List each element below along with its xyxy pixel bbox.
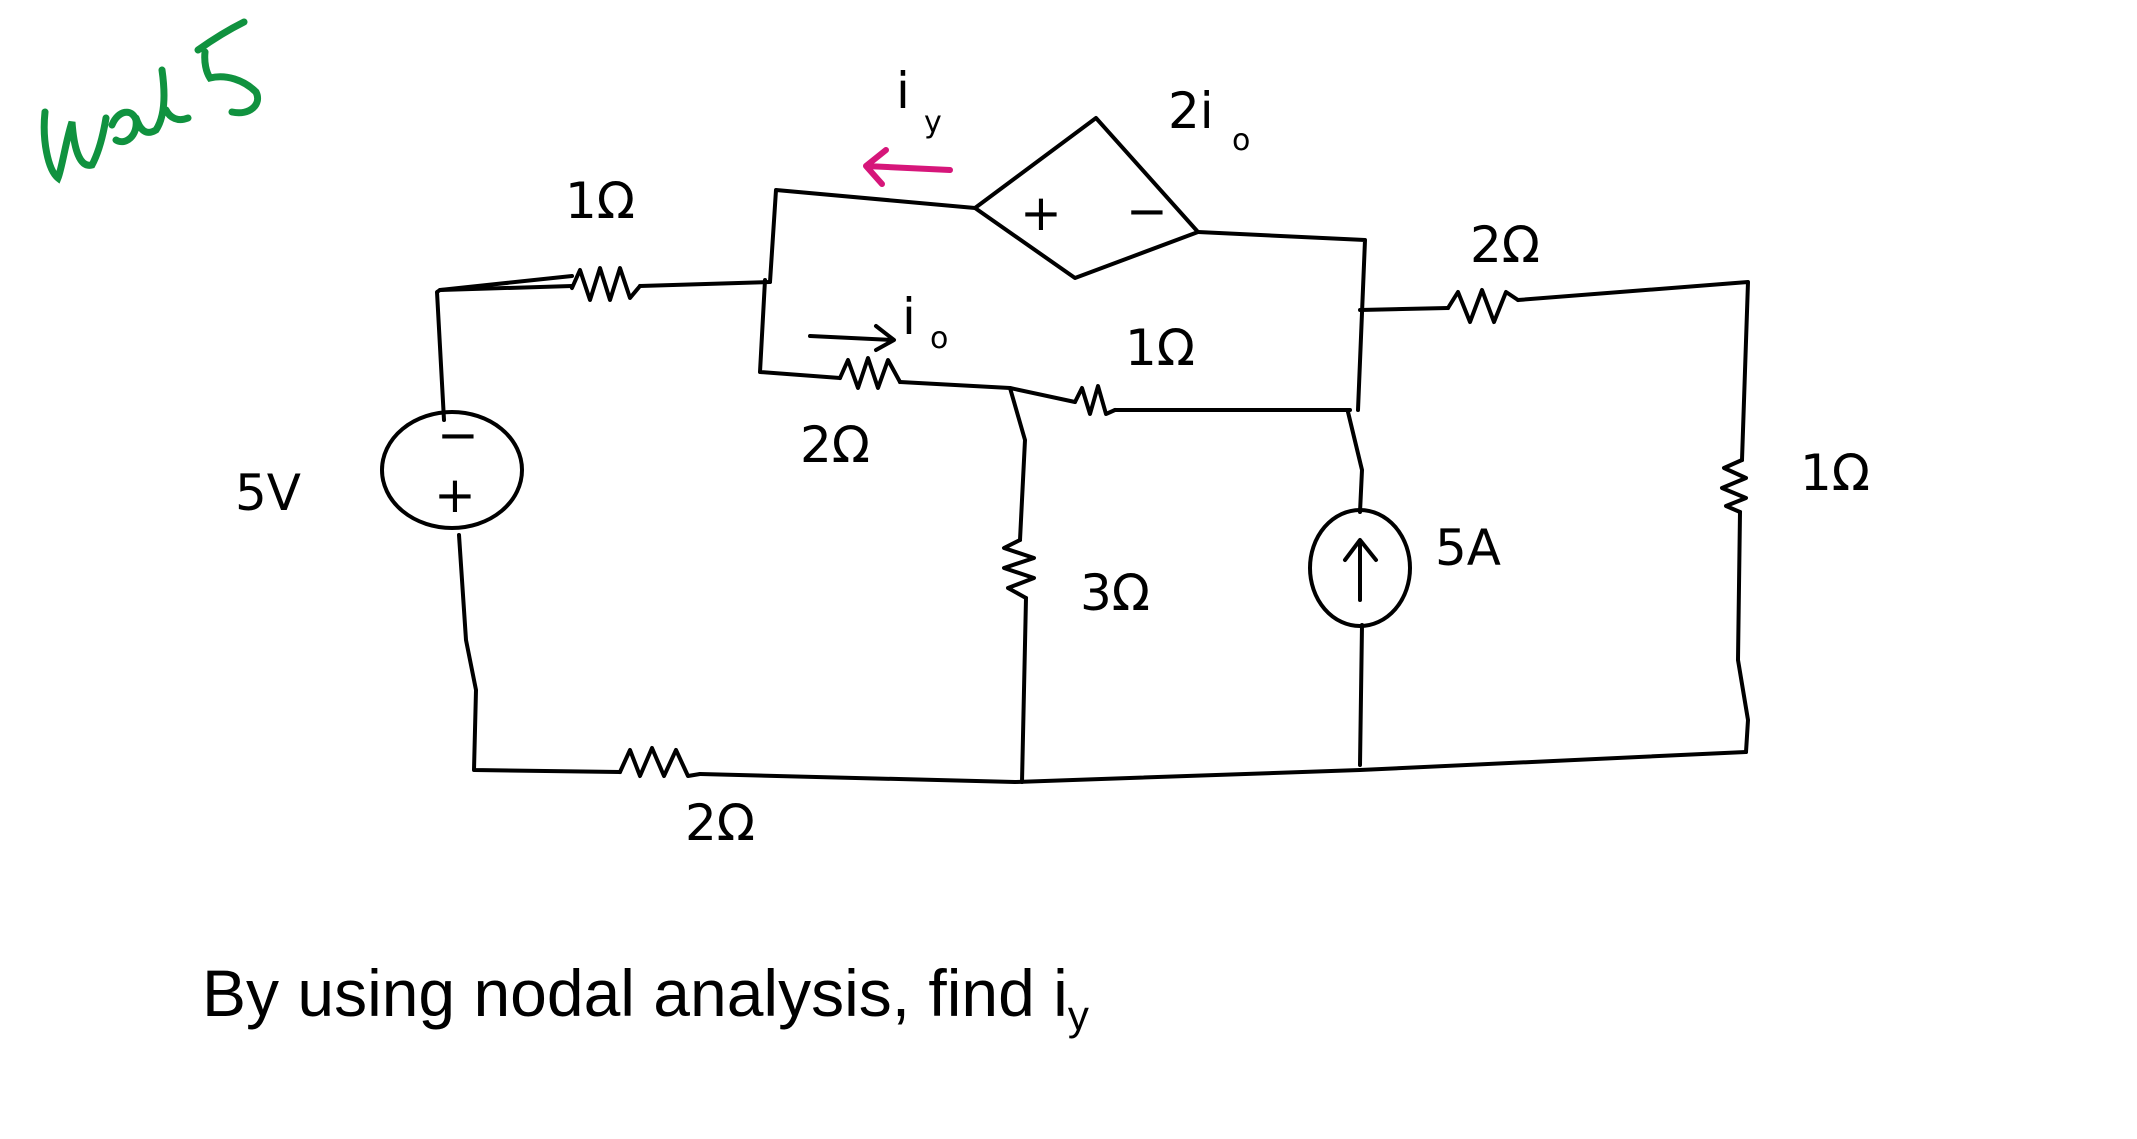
handwritten-annotation [40, 18, 261, 184]
r-inner-right-label: 1Ω [1125, 319, 1195, 377]
io-label: i o [902, 288, 948, 356]
resistor-inner-right [1073, 384, 1117, 416]
v-source-label: 5V [235, 464, 301, 522]
resistor-right [1720, 458, 1748, 514]
r-bottom-label: 2Ω [685, 794, 755, 852]
r-mid-label: 3Ω [1080, 564, 1150, 622]
resistor-top-right [1446, 288, 1520, 324]
resistor-mid [1002, 538, 1036, 600]
svg-text:y: y [924, 105, 942, 140]
dependent-source-label: 2i o [1168, 82, 1250, 158]
svg-text:i: i [902, 288, 916, 346]
svg-text:2i: 2i [1168, 82, 1214, 140]
v-source-minus: − [437, 406, 479, 464]
svg-text:o: o [930, 321, 948, 356]
svg-text:i: i [896, 62, 910, 120]
voltage-source [380, 410, 524, 530]
r-right-label: 1Ω [1800, 444, 1870, 502]
i-source-label: 5A [1435, 519, 1501, 577]
resistor-inner-left [838, 356, 902, 390]
question-text: By using nodal analysis, find iy [202, 955, 1089, 1040]
circuit-wires [435, 188, 1750, 784]
r-top-right-label: 2Ω [1470, 216, 1540, 274]
dependent-source-minus: − [1126, 182, 1168, 240]
iy-label: i y [896, 62, 942, 140]
r-inner-left-label: 2Ω [800, 416, 870, 474]
r-top-left-label: 1Ω [565, 172, 635, 230]
iy-arrow [863, 147, 953, 187]
current-source [1308, 508, 1412, 628]
question-prefix: By using nodal analysis, find i [202, 956, 1068, 1030]
dependent-source-plus: + [1020, 184, 1062, 242]
resistor-bottom [618, 746, 702, 778]
dependent-voltage-source [973, 116, 1200, 280]
resistor-top-left [570, 266, 642, 302]
question-subscript: y [1067, 992, 1089, 1039]
io-arrow [808, 324, 896, 352]
v-source-plus: + [434, 466, 476, 524]
svg-text:o: o [1232, 123, 1250, 158]
